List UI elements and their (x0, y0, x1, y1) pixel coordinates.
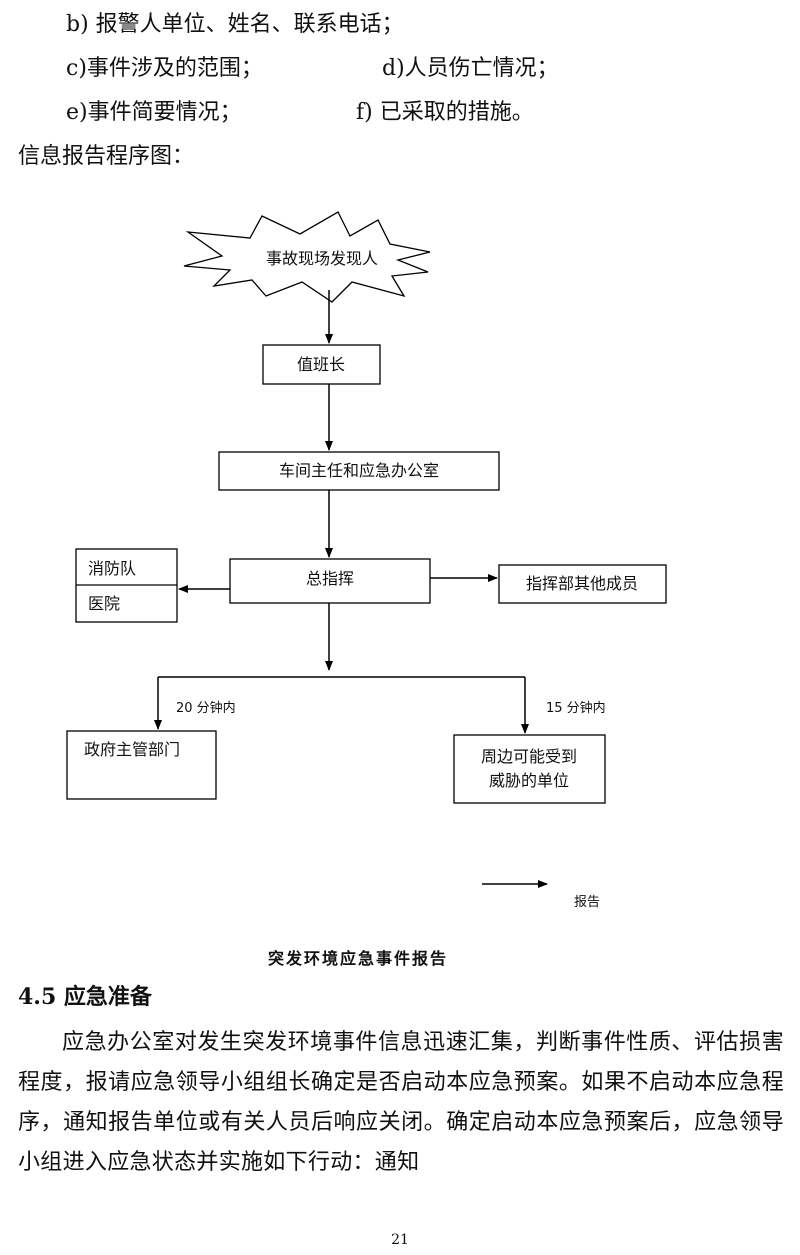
hospital-label: 医院 (88, 594, 120, 613)
section-heading: 4.5 应急准备 (18, 984, 152, 1010)
flowchart: 事故现场发现人 值班长 车间主任和应急办公室 总指挥 消防队 医院 指挥部其他成… (66, 211, 667, 910)
other-members-label: 指挥部其他成员 (526, 574, 638, 593)
commander-label: 总指挥 (306, 569, 354, 588)
within-15-label: 15 分钟内 (546, 700, 606, 716)
shift-leader-box (262, 344, 381, 385)
other-members-box (498, 564, 667, 604)
neighbors-label-line2: 威胁的单位 (489, 771, 569, 790)
figure-caption: 突发环境应急事件报告 (267, 949, 448, 968)
list-item-e: e)事件简要情况； (66, 100, 242, 125)
government-label: 政府主管部门 (84, 740, 180, 759)
commander-box (229, 558, 431, 604)
list-item-c: c)事件涉及的范围； (66, 56, 263, 81)
neighbors-label-line1: 周边可能受到 (481, 747, 577, 766)
flowchart-title: 信息报告程序图： (18, 144, 195, 169)
starburst-shape (183, 211, 431, 303)
shift-leader-label: 值班长 (297, 355, 345, 374)
fire-brigade-label: 消防队 (88, 559, 136, 578)
list-item-d: d)人员伤亡情况； (382, 56, 559, 81)
list-item-b: b) 报警人单位、姓名、联系电话； (66, 12, 404, 37)
body-paragraph: 应急办公室对发生突发环境事件信息迅速汇集，判断事件性质、评估损害程度，报请应急领… (18, 1030, 784, 1175)
within-20-label: 20 分钟内 (176, 700, 236, 716)
government-box (66, 730, 217, 800)
legend-label: 报告 (574, 895, 600, 910)
list-item-f: f) 已采取的措施。 (356, 100, 534, 125)
page-number: 21 (391, 1232, 409, 1248)
neighbors-box (453, 734, 606, 804)
discoverer-label: 事故现场发现人 (266, 249, 378, 268)
workshop-label: 车间主任和应急办公室 (279, 461, 439, 480)
workshop-box (218, 451, 500, 491)
